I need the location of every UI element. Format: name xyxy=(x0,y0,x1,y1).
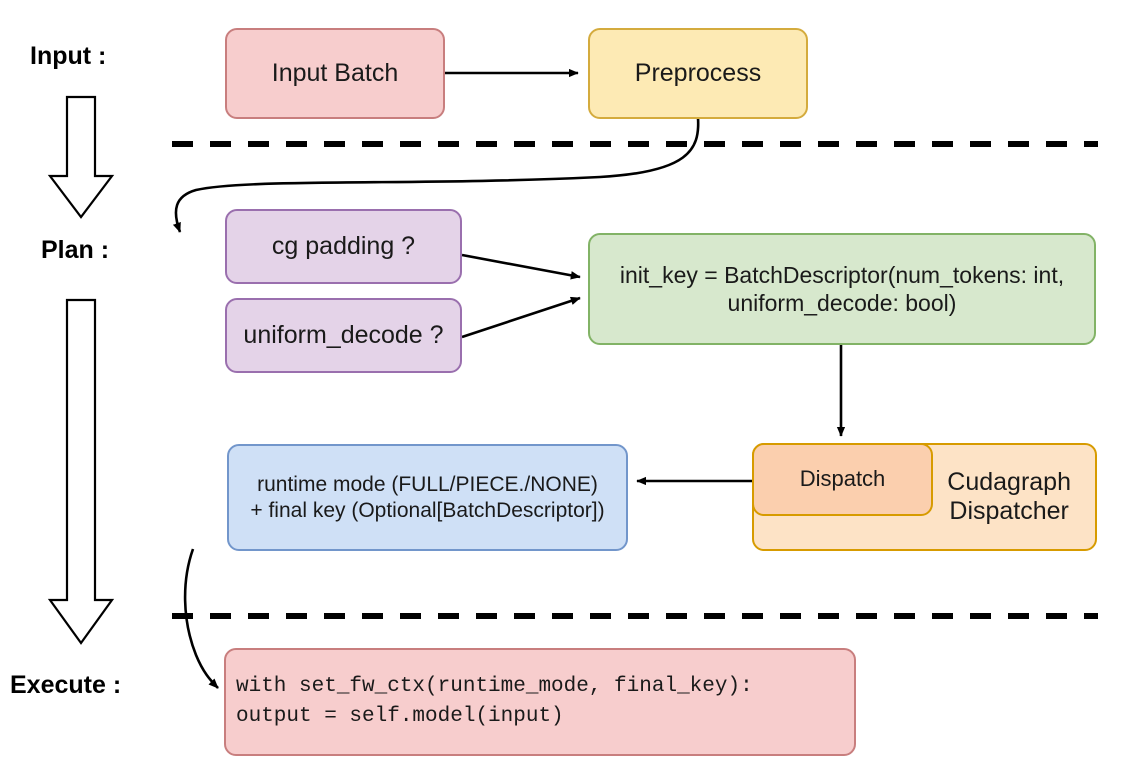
node-runtime-mode[interactable]: runtime mode (FULL/PIECE./NONE) + final … xyxy=(227,444,628,551)
node-dispatch[interactable]: Dispatch xyxy=(752,443,933,516)
stage-label-plan: Plan : xyxy=(41,236,110,264)
runtime-mode-to-execute-code xyxy=(183,548,219,689)
stage-label-input: Input : xyxy=(30,42,107,70)
plan-to-execute-stage-arrow xyxy=(47,298,115,645)
node-execute-code[interactable]: with set_fw_ctx(runtime_mode, final_key)… xyxy=(224,648,856,756)
input-to-plan-stage-arrow xyxy=(47,95,115,219)
node-cg-padding[interactable]: cg padding ? xyxy=(225,209,462,284)
stage-label-execute: Execute : xyxy=(10,671,122,699)
cg-padding-to-init-key xyxy=(461,253,581,280)
node-input-batch[interactable]: Input Batch xyxy=(225,28,445,119)
node-preprocess[interactable]: Preprocess xyxy=(588,28,808,119)
node-init-key[interactable]: init_key = BatchDescriptor(num_tokens: i… xyxy=(588,233,1096,345)
node-uniform-decode[interactable]: uniform_decode ? xyxy=(225,298,462,373)
uniform-decode-to-init-key xyxy=(461,296,581,339)
